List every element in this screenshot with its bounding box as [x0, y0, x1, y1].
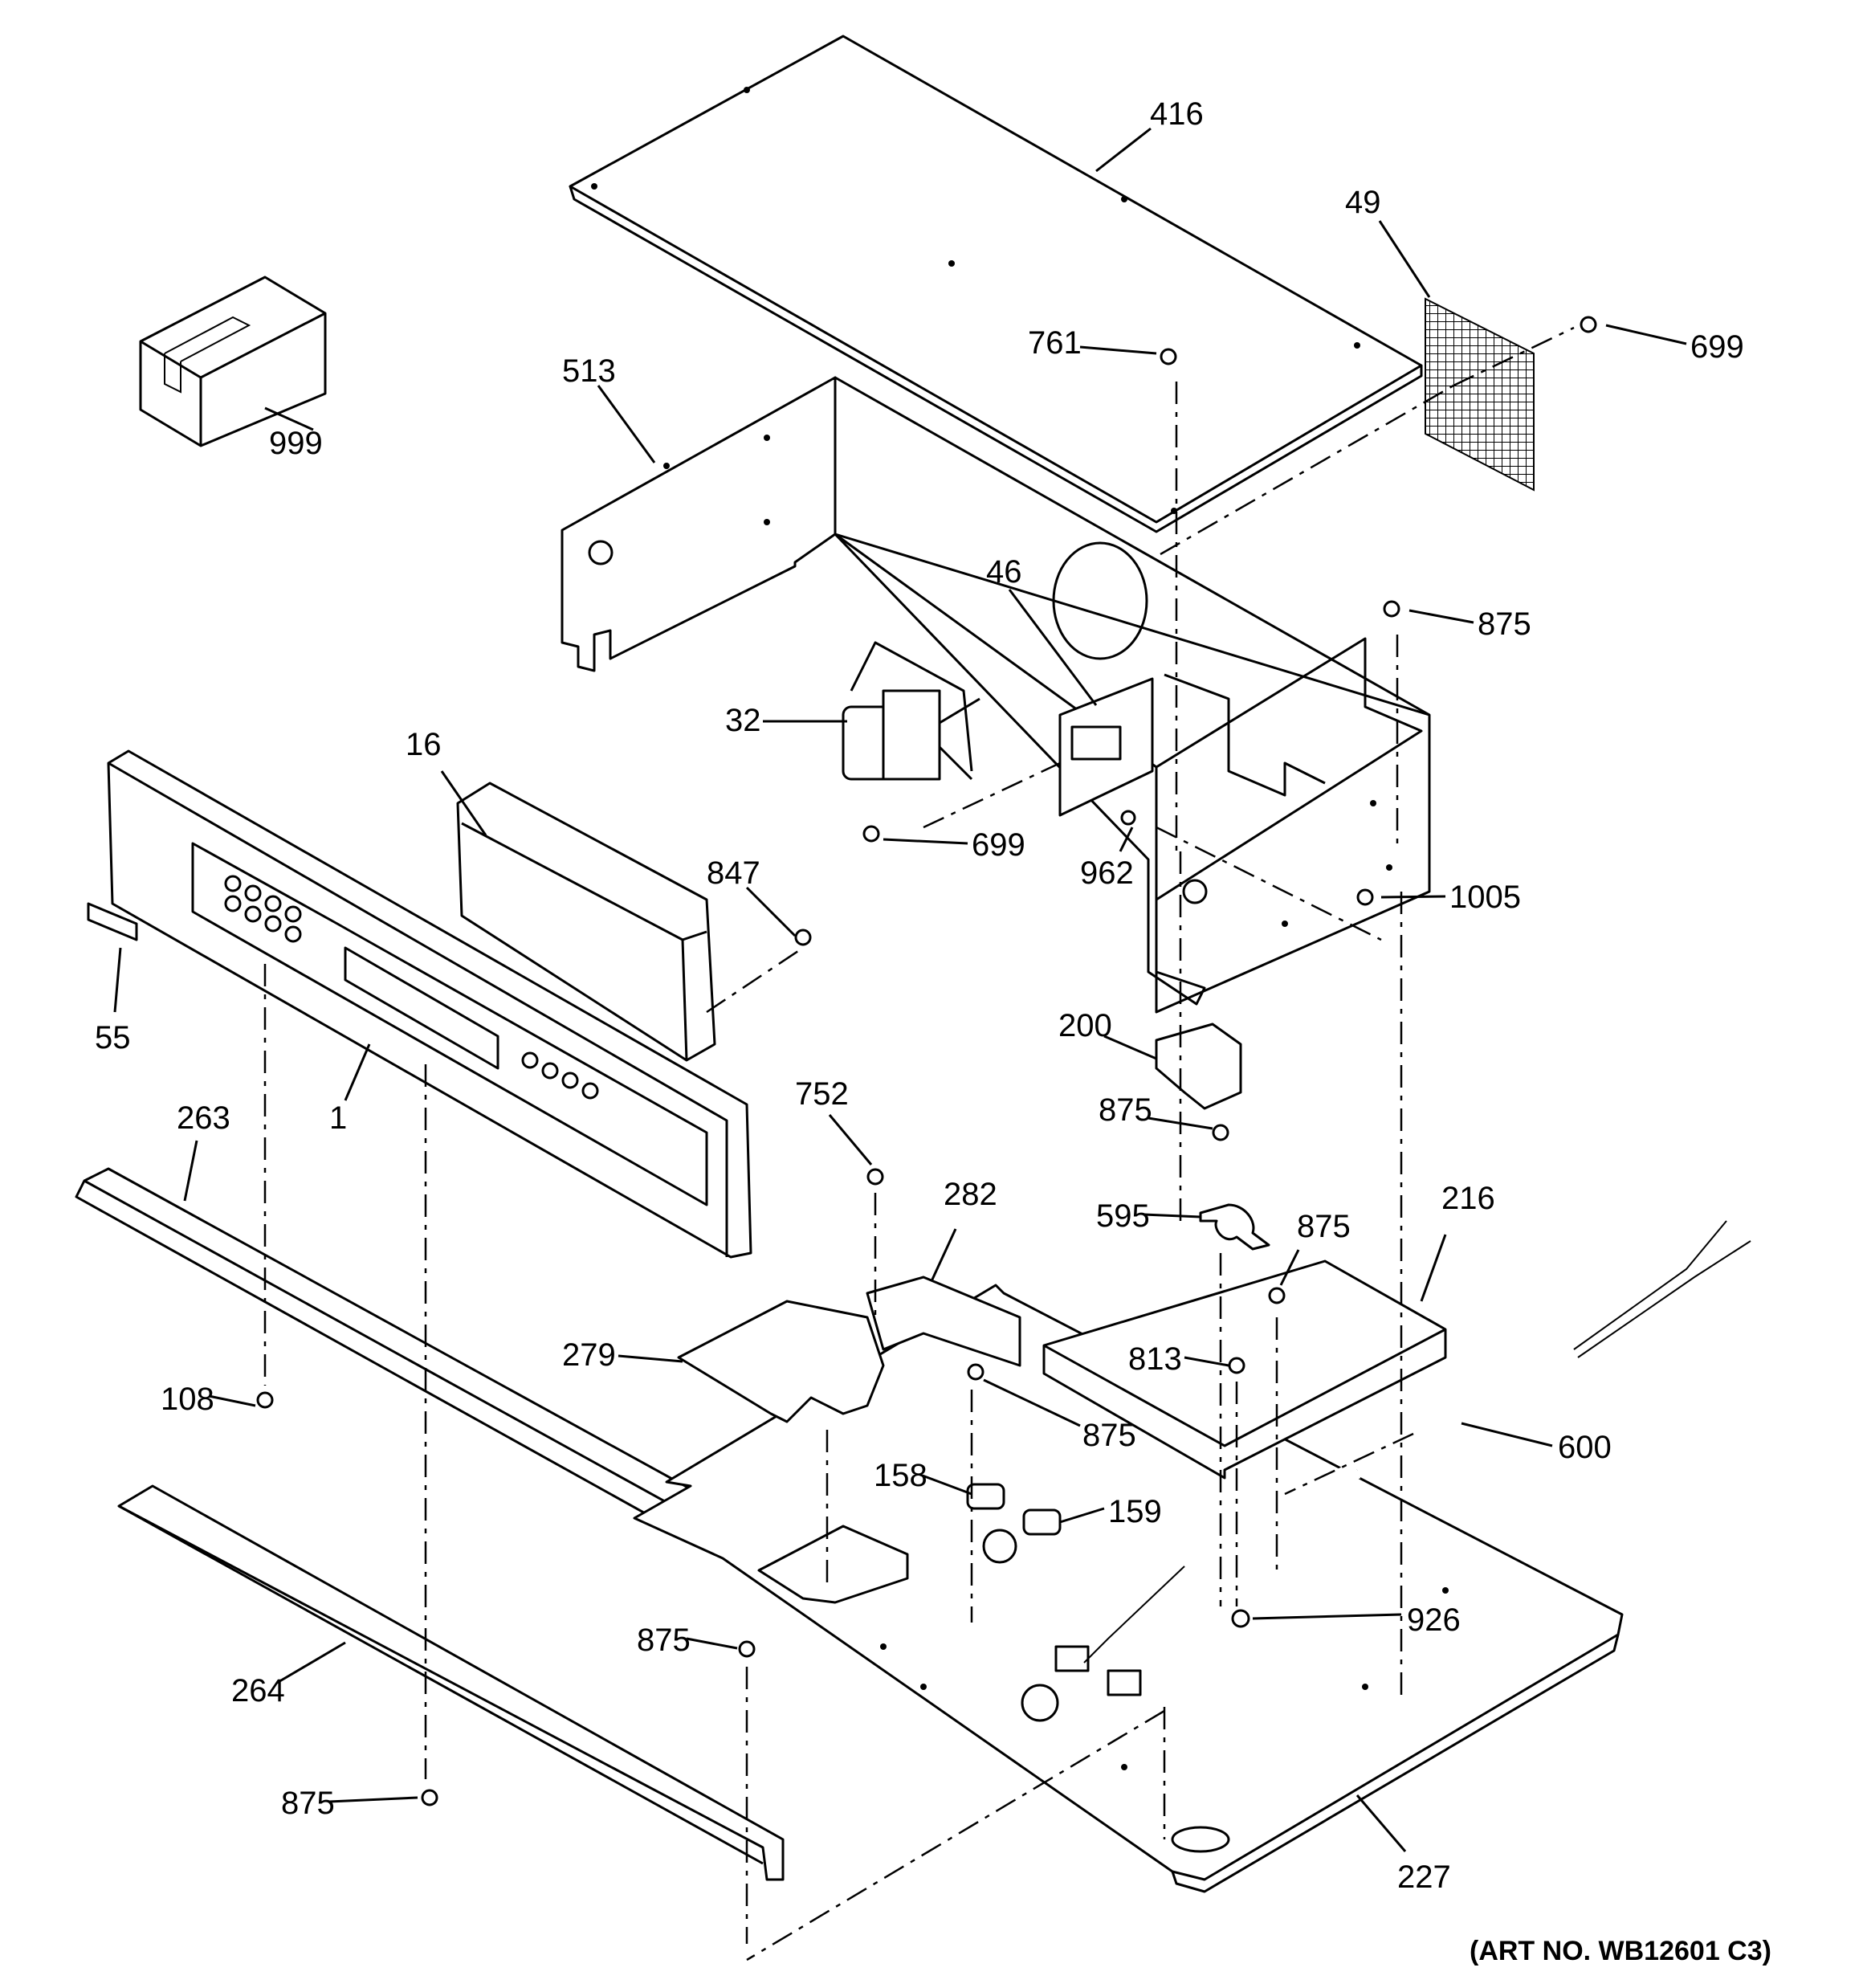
- alignment-lines: [263, 326, 1575, 1961]
- callout-926: 926: [1407, 1602, 1461, 1638]
- callout-752: 752: [795, 1076, 849, 1112]
- callout-labels: 416 49 699 761 513 999 46 875 32 16 699 …: [95, 96, 1771, 1966]
- callout-699: 699: [1690, 329, 1744, 365]
- callout-595: 595: [1096, 1198, 1150, 1234]
- part-control-board: [1058, 677, 1154, 817]
- part-clip-595: [1199, 1203, 1270, 1251]
- callout-158: 158: [874, 1458, 927, 1493]
- part-fan-motor: [842, 641, 980, 781]
- part-control-panel: [107, 749, 752, 1259]
- part-trim: [75, 1167, 752, 1556]
- callout-46: 46: [986, 554, 1022, 590]
- callout-875: 875: [1297, 1209, 1351, 1244]
- callout-32: 32: [725, 703, 761, 738]
- part-base-pan: [633, 1284, 1624, 1893]
- callout-1: 1: [329, 1100, 347, 1136]
- callout-600: 600: [1558, 1430, 1612, 1465]
- part-mesh-screen: [1425, 297, 1535, 492]
- part-sensor-200: [1155, 1023, 1242, 1110]
- callout-999: 999: [269, 426, 323, 461]
- callout-875: 875: [637, 1623, 691, 1658]
- callout-699: 699: [972, 827, 1025, 863]
- callout-200: 200: [1058, 1008, 1112, 1043]
- art-number: (ART NO. WB12601 C3): [1470, 1936, 1771, 1966]
- callout-55: 55: [95, 1020, 131, 1055]
- callout-962: 962: [1080, 855, 1134, 891]
- callout-875: 875: [281, 1786, 335, 1821]
- callout-282: 282: [944, 1177, 997, 1212]
- part-bracket: [117, 1484, 785, 1881]
- callout-875: 875: [1099, 1092, 1152, 1128]
- callout-16: 16: [406, 727, 442, 762]
- callout-108: 108: [161, 1382, 214, 1417]
- part-conduit: [1054, 1220, 1751, 1696]
- callout-875: 875: [1478, 606, 1531, 642]
- callout-1005: 1005: [1449, 880, 1521, 915]
- control-panel-keypad: [224, 875, 599, 1100]
- part-control-module: [456, 782, 716, 1062]
- part-box: [139, 276, 327, 447]
- callout-264: 264: [231, 1673, 285, 1708]
- part-vent-duct: [677, 1276, 1021, 1423]
- screws: [256, 316, 1597, 1806]
- callout-159: 159: [1108, 1494, 1162, 1529]
- part-thermostat-158: [966, 1483, 1005, 1510]
- callout-513: 513: [562, 353, 616, 389]
- callout-49: 49: [1345, 185, 1381, 220]
- leader-lines: [113, 127, 1687, 1852]
- part-thermostat-159: [1022, 1508, 1062, 1536]
- callout-761: 761: [1028, 325, 1082, 361]
- callout-279: 279: [562, 1337, 616, 1373]
- callout-813: 813: [1128, 1341, 1182, 1377]
- callout-263: 263: [177, 1100, 230, 1136]
- callout-227: 227: [1397, 1859, 1451, 1895]
- part-badge: [87, 902, 138, 941]
- callout-416: 416: [1150, 96, 1204, 132]
- callout-847: 847: [707, 855, 760, 891]
- callout-216: 216: [1441, 1181, 1495, 1216]
- part-wire-cover: [1042, 1259, 1447, 1480]
- callout-875: 875: [1082, 1418, 1136, 1453]
